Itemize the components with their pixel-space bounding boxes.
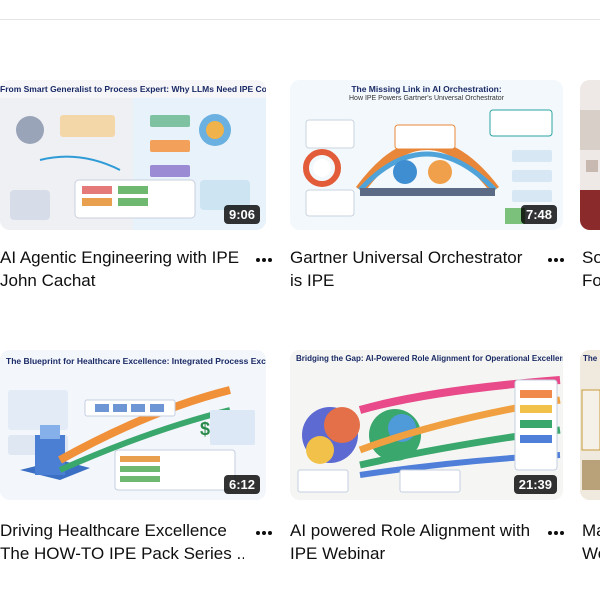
more-options-icon[interactable]: [544, 248, 568, 272]
channel-name[interactable]: John Cachat: [0, 271, 96, 290]
duration-badge: 21:39: [513, 475, 557, 494]
video-thumbnail[interactable]: [580, 80, 600, 230]
more-options-icon[interactable]: [252, 248, 276, 272]
video-title[interactable]: So: [582, 248, 600, 267]
thumbnail-heading: The Blueprint for Healthcare Excellence:…: [6, 356, 266, 366]
more-options-icon[interactable]: [544, 521, 568, 545]
video-title-line-2[interactable]: is IPE: [290, 271, 335, 290]
thumbnail-heading: Bridging the Gap: AI-Powered Role Alignm…: [296, 354, 563, 363]
video-title[interactable]: Gartner Universal Orchestrator: [290, 248, 523, 267]
thumbnail-illustration: [580, 350, 600, 500]
duration-badge: 9:06: [223, 205, 260, 224]
video-thumbnail[interactable]: Bridging the Gap: AI-Powered Role Alignm…: [290, 350, 563, 500]
video-title-line-2[interactable]: Fo: [582, 271, 600, 290]
thumbnail-illustration: $: [0, 350, 266, 500]
top-divider: [0, 0, 600, 20]
video-title[interactable]: AI Agentic Engineering with IPE: [0, 248, 240, 267]
thumbnail-illustration: [0, 80, 266, 230]
thumbnail-heading: The Missing Link in AI Orchestration:: [351, 84, 502, 94]
video-title[interactable]: Ma: [582, 521, 600, 540]
more-options-icon[interactable]: [252, 521, 276, 545]
video-thumbnail[interactable]: The Missing Link in AI Orchestration: Ho…: [290, 80, 563, 230]
video-thumbnail[interactable]: From Smart Generalist to Process Expert:…: [0, 80, 266, 230]
thumbnail-subheading: How IPE Powers Gartner's Universal Orche…: [349, 95, 504, 102]
video-thumbnail[interactable]: $ The Blueprint for Healthcare Excellenc…: [0, 350, 266, 500]
thumbnail-illustration: [580, 80, 600, 230]
thumbnail-heading: The: [583, 354, 598, 363]
duration-badge: 6:12: [223, 475, 260, 494]
video-title[interactable]: Driving Healthcare Excellence: [0, 521, 227, 540]
svg-text:$: $: [200, 419, 210, 439]
video-title-line-2[interactable]: The HOW-TO IPE Pack Series ...: [0, 544, 244, 563]
video-title-line-2[interactable]: IPE Webinar: [290, 544, 386, 563]
video-title[interactable]: AI powered Role Alignment with: [290, 521, 531, 540]
thumbnail-heading: From Smart Generalist to Process Expert:…: [0, 84, 266, 94]
thumbnail-illustration: [290, 350, 563, 500]
video-title-line-2[interactable]: We: [582, 544, 600, 563]
thumbnail-illustration: [290, 80, 563, 230]
duration-badge: 7:48: [520, 205, 557, 224]
video-thumbnail[interactable]: The: [580, 350, 600, 500]
